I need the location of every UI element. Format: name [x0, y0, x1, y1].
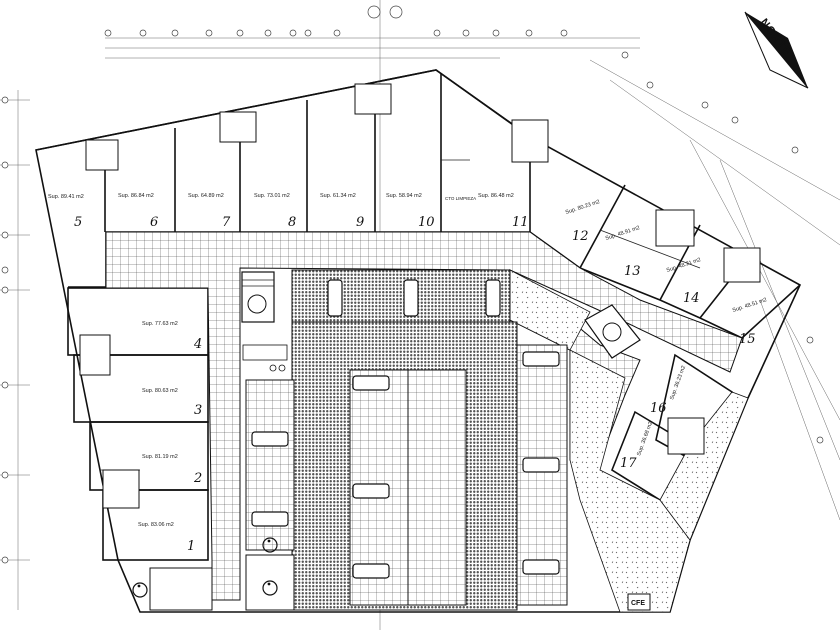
unit-area-4: Sup. 77.63 m2 [142, 321, 178, 327]
unit-number-1: 1 [187, 539, 195, 554]
bike-rack-icon [242, 344, 288, 372]
unit-area-3: Sup. 80.63 m2 [142, 388, 178, 394]
unit-number-3: 3 [194, 403, 202, 418]
cfe-meter-box: CFE [627, 593, 651, 611]
unit-area-14: Sup. 48.21 m2 [666, 257, 702, 274]
unit-area-11: Sup. 86.48 m2 [478, 193, 514, 199]
unit-area-9: Sup. 61.34 m2 [320, 193, 356, 199]
unit-number-7: 7 [222, 215, 231, 230]
cfe-label: CFE [631, 600, 645, 607]
unit-number-5: 5 [74, 215, 82, 230]
unit-number-9: 9 [356, 215, 364, 230]
stair-icon [241, 271, 641, 359]
unit-number-16: 16 [650, 401, 667, 416]
grid-markers-top [104, 5, 629, 59]
west-units [67, 287, 209, 561]
accessible-parking-icons [132, 537, 278, 598]
unit-number-17: 17 [620, 456, 637, 471]
unit-area-7: Sup. 64.89 m2 [188, 193, 224, 199]
parked-cars [251, 279, 560, 579]
unit-area-17: Sup. 36.68 m2 [636, 421, 654, 457]
parking-paving [149, 269, 568, 611]
unit-number-8: 8 [288, 215, 296, 230]
unit-number-13: 13 [624, 264, 641, 279]
unit-area-8: Sup. 73.01 m2 [254, 193, 290, 199]
restroom-blocks [79, 83, 761, 509]
unit-area-2: Sup. 81.19 m2 [142, 454, 178, 460]
unit-number-6: 6 [150, 215, 158, 230]
unit-area-1: Sup. 83.06 m2 [138, 522, 174, 528]
unit-number-14: 14 [683, 291, 700, 306]
unit-area-5: Sup. 89.41 m2 [48, 194, 84, 200]
unit-number-4: 4 [193, 337, 202, 352]
unit-area-10: Sup. 58.94 m2 [386, 193, 422, 199]
unit-area-12: Sup. 80.23 m2 [565, 199, 601, 216]
unit-number-2: 2 [193, 471, 202, 486]
landscape-areas [509, 269, 749, 613]
unit-number-15: 15 [739, 332, 756, 347]
unit-number-11: 11 [512, 215, 529, 230]
north-arrow: NORTE [744, 11, 809, 89]
grid-markers-side [1, 81, 824, 564]
unit-area-13: Sup. 48.91 m2 [605, 225, 641, 242]
unit-number-10: 10 [418, 215, 435, 230]
unit-number-12: 12 [572, 229, 589, 244]
cleaning-room-label: CTO LIMPIEZA [445, 196, 476, 201]
unit-area-6: Sup. 86.84 m2 [118, 193, 154, 199]
